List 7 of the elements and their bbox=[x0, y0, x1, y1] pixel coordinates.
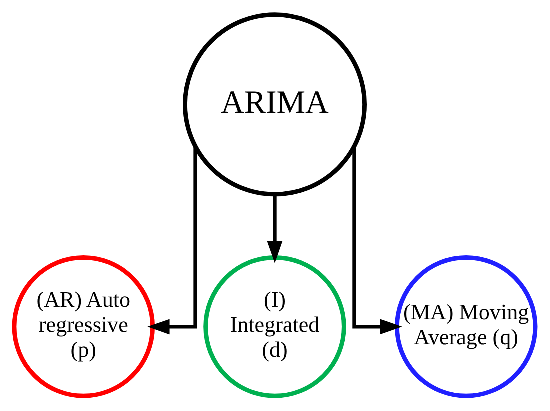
node-circle: (AR) Auto regressive (p) bbox=[12, 256, 156, 398]
node-circle: ARIMA bbox=[183, 12, 367, 197]
node-circle: (MA) Moving Average (q) bbox=[394, 256, 538, 398]
node-circle: (I) Integrated (d) bbox=[204, 256, 346, 398]
arrow bbox=[267, 195, 283, 264]
arrow bbox=[148, 146, 198, 335]
arrow bbox=[352, 146, 402, 335]
